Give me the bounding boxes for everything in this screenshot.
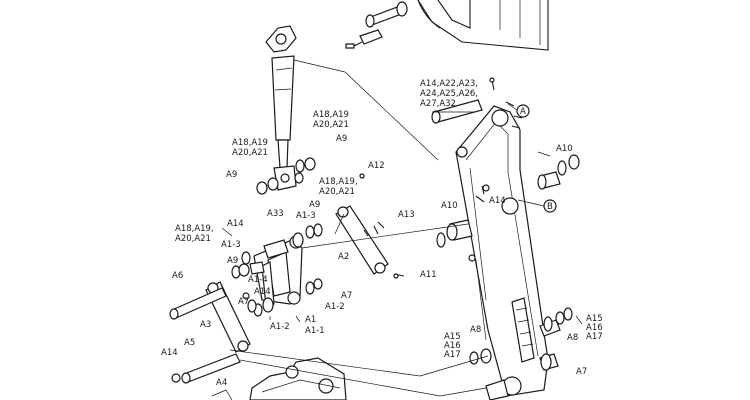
washers-left	[231, 223, 323, 313]
label-l-a14-left: A14	[227, 219, 244, 229]
label-l-a7-left: A7	[238, 297, 249, 307]
labels-layer: A14,A22,A23,A24,A25,A26,A27,A32A18,A19A2…	[161, 79, 603, 388]
bolt-top	[345, 29, 383, 49]
label-l-a10-mid: A10	[441, 201, 458, 211]
boom-upper-section	[417, 0, 549, 51]
label-l-a6: A6	[172, 271, 183, 281]
link-a2	[335, 205, 389, 275]
label-l-a1: A1	[305, 315, 316, 325]
label-l-a18-mid-1: A18,A19,	[319, 177, 358, 187]
arm-pins	[431, 99, 580, 400]
label-l-a16-right: A16	[586, 323, 603, 333]
label-l-a18-left-2: A20,A21	[232, 148, 268, 158]
bucket-cylinder	[265, 25, 297, 191]
label-l-a1-2-right: A1-2	[325, 302, 345, 312]
label-l-a12: A12	[368, 161, 385, 171]
bucket	[211, 357, 347, 400]
label-l-a1-2-left: A1-2	[270, 322, 290, 332]
label-l-a13: A13	[398, 210, 415, 220]
pin-a6	[169, 287, 227, 320]
label-l-a18-mid-2: A20,A21	[319, 187, 355, 197]
label-l-a18-left-1: A18,A19	[232, 138, 268, 148]
label-l-a15-right: A15	[586, 314, 603, 324]
label-l-a18-bot-1: A18,A19,	[175, 224, 214, 234]
label-l-a14-low: A14	[254, 287, 271, 297]
label-l-a4: A4	[216, 378, 227, 388]
label-l-a18-top-1: A18,A19	[313, 110, 349, 120]
label-l-a9-left: A9	[226, 170, 237, 180]
pin-a5	[171, 353, 241, 384]
callout-b: B	[547, 202, 553, 212]
label-l-a7-bot: A7	[576, 367, 587, 377]
label-l-a3: A3	[200, 320, 211, 330]
callout-a: A	[520, 107, 526, 117]
boom-pin-top	[365, 1, 408, 28]
label-l-a1-1: A1-1	[305, 326, 325, 336]
arm-bolts	[475, 77, 523, 203]
label-l-a1-3-left: A1-3	[221, 240, 241, 250]
label-l-a11: A11	[420, 270, 437, 280]
label-l-a14-bot: A14	[161, 348, 178, 358]
label-l-a5: A5	[184, 338, 195, 348]
callout-b-marker	[517, 199, 557, 213]
label-l-a8-top: A8	[470, 325, 481, 335]
label-l-a8-right: A8	[567, 333, 578, 343]
label-l-a18-top-2: A20,A21	[313, 120, 349, 130]
label-l-a10-top: A10	[556, 144, 573, 154]
callout-a-marker	[507, 103, 530, 118]
label-l-a14-group-1: A14,A22,A23,	[420, 79, 478, 89]
label-l-a18-bot-2: A20,A21	[175, 234, 211, 244]
label-l-a2: A2	[338, 252, 349, 262]
label-l-a16-mid: A16	[444, 341, 461, 351]
leader-lines	[221, 111, 583, 397]
label-l-a17-right: A17	[586, 332, 603, 342]
label-l-a14-group-2: A24,A25,A26,	[420, 89, 478, 99]
label-l-a14-group-3: A27,A32	[420, 99, 456, 109]
label-l-a9-top: A9	[336, 134, 347, 144]
label-l-a1-3-top: A1-3	[296, 211, 316, 221]
label-l-a1-4: A1-4	[248, 275, 268, 285]
arm	[455, 105, 549, 397]
label-l-a9-mid: A9	[309, 200, 320, 210]
small-hardware	[359, 173, 405, 279]
label-l-a17-mid: A17	[444, 350, 461, 360]
label-l-a9-bot: A9	[227, 256, 238, 266]
label-l-a7-right: A7	[341, 291, 352, 301]
label-l-a14-mid: A14	[489, 196, 506, 206]
washers-cylinder	[256, 157, 316, 195]
label-l-a33: A33	[267, 209, 284, 219]
label-l-a15-mid: A15	[444, 332, 461, 342]
